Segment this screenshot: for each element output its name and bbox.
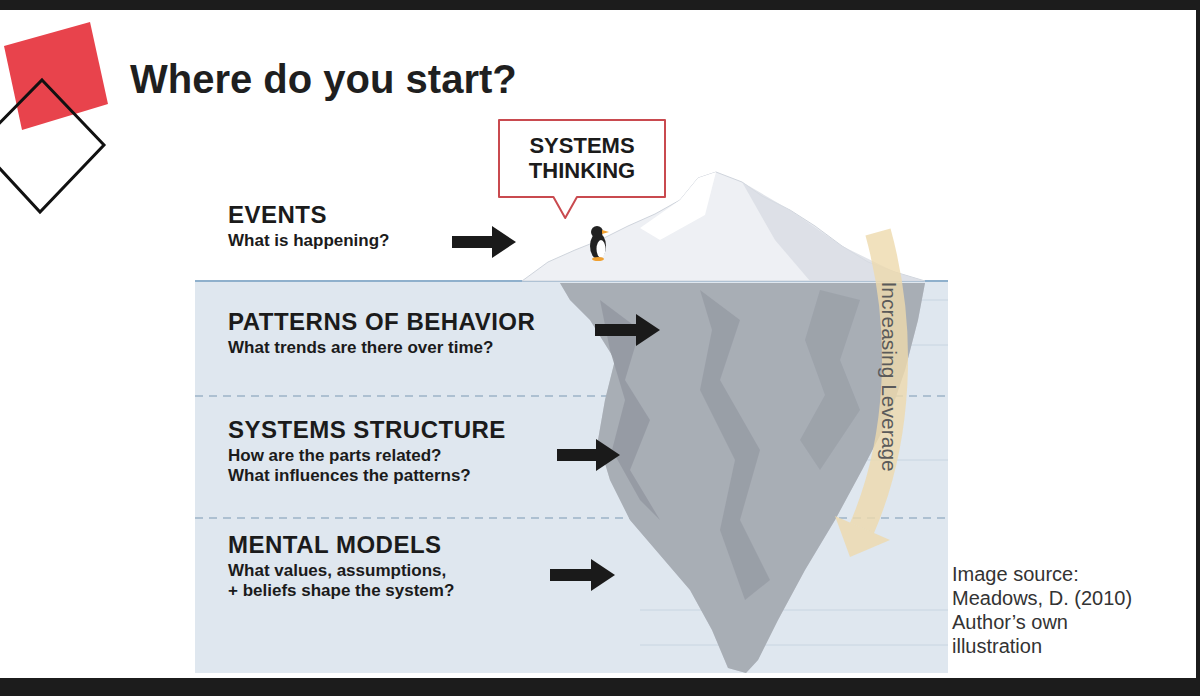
title-holder: Where do you start? — [130, 56, 517, 102]
penguin-head — [591, 226, 603, 238]
label-holder: How are the parts related? What influenc… — [228, 446, 473, 486]
speech-bubble: SYSTEMS THINKING — [498, 119, 666, 198]
label-holder: PATTERNS OF BEHAVIOR — [228, 309, 535, 335]
leverage-arrowhead — [835, 516, 890, 557]
label-holder: EVENTS — [228, 202, 327, 228]
window-bar — [0, 0, 1200, 10]
window-bar — [0, 678, 1200, 696]
label-holder: What trends are there over time? — [228, 338, 493, 358]
image-credit: Image source: Meadows, D. (2010) Author’… — [952, 562, 1152, 658]
slide-title: Where do you start? — [130, 56, 517, 102]
level-question: How are the parts related? What influenc… — [228, 446, 473, 486]
label-holder: SYSTEMS STRUCTURE — [228, 417, 506, 443]
slide-ground — [0, 10, 1196, 678]
bubble-text: SYSTEMS THINKING — [512, 133, 652, 184]
pointer-arrow — [550, 559, 615, 591]
label-holder: MENTAL MODELS — [228, 532, 442, 558]
node-text-block: SYSTEMS THINKING — [498, 119, 666, 198]
label-holder: What values, assumptions, + beliefs shap… — [228, 561, 457, 601]
label-holder: What is happening? — [228, 231, 390, 251]
penguin-beak — [602, 230, 609, 234]
red-square — [4, 22, 108, 130]
level-question: What values, assumptions, + beliefs shap… — [228, 561, 457, 601]
pointer-arrow — [595, 314, 660, 346]
leverage-label: Increasing Leverage — [876, 282, 901, 472]
pointer-arrow — [452, 226, 516, 258]
penguin-feet — [592, 257, 604, 261]
level-question: What trends are there over time? — [228, 338, 493, 358]
pointer-arrow — [557, 439, 620, 471]
level-heading: PATTERNS OF BEHAVIOR — [228, 309, 535, 335]
penguin-belly — [597, 240, 606, 258]
label-holder: Increasing Leverage — [876, 282, 901, 472]
level-heading: SYSTEMS STRUCTURE — [228, 417, 506, 443]
water — [195, 281, 948, 673]
bubble-shape — [499, 120, 665, 218]
water-line — [640, 610, 948, 611]
outline-diamond — [0, 80, 104, 212]
caption-holder: Image source: Meadows, D. (2010) Author’… — [952, 562, 1152, 658]
water-line — [640, 645, 948, 646]
level-heading: EVENTS — [228, 202, 327, 228]
level-question: What is happening? — [228, 231, 390, 251]
level-heading: MENTAL MODELS — [228, 532, 442, 558]
